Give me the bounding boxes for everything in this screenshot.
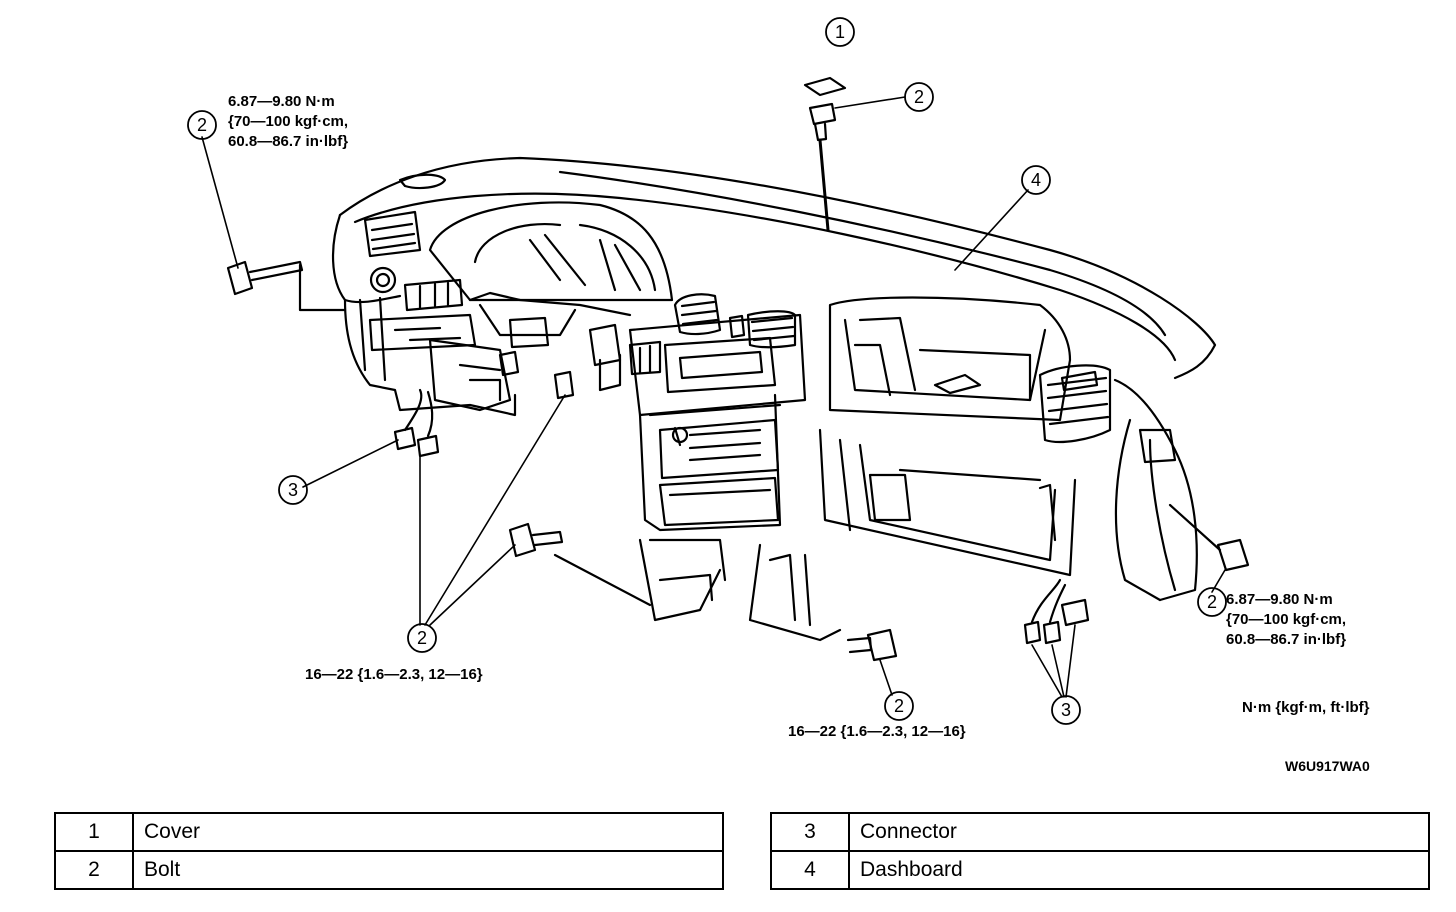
legend-table-left: 1 Cover 2 Bolt [54,812,724,890]
legend-number: 1 [54,812,134,852]
torque-spec-lower-center: 16—22 {1.6—2.3, 12—16} [305,666,483,683]
cover-part [803,76,847,97]
callout-4: 4 [1031,170,1041,190]
callout-3-left: 3 [288,480,298,500]
legend-name: Connector [848,812,1430,852]
table-row: 4 Dashboard [770,850,1430,890]
legend-number: 4 [770,850,850,890]
legend-name: Bolt [132,850,724,890]
callout-1-top: 1 [835,22,845,42]
figure-code: W6U917WA0 [1285,758,1370,774]
bolt-left [226,260,347,312]
callout-2-left: 2 [197,115,207,135]
dashboard-body [332,156,1217,642]
bolt-inner-2 [553,370,575,400]
legend-table-right: 3 Connector 4 Dashboard [770,812,1430,890]
legend-number: 2 [54,850,134,890]
torque-spec-right: 6.87—9.80 N·m {70—100 kgf·cm, 60.8—86.7 … [1226,591,1347,648]
connector-right [1023,578,1090,645]
callout-2-right: 2 [1207,592,1217,612]
bolt-inner-1 [498,350,520,377]
leader-lines [201,96,1226,698]
legend-name: Dashboard [848,850,1430,890]
callout-2-bottom: 2 [894,696,904,716]
bolt-bottom [846,628,898,662]
units-note: N·m {kgf·m, ft·lbf} [1242,699,1370,716]
torque-spec-lower-right: 16—22 {1.6—2.3, 12—16} [788,723,966,740]
table-row: 3 Connector [770,812,1430,852]
bolt-top [808,102,837,232]
connector-left [393,388,440,458]
bolt-center [508,522,652,607]
callout-2-top: 2 [914,87,924,107]
legend-name: Cover [132,812,724,852]
callout-3-right: 3 [1061,700,1071,720]
table-row: 2 Bolt [54,850,724,890]
torque-spec-upper-left: 6.87—9.80 N·m {70—100 kgf·cm, 60.8—86.7 … [228,93,349,150]
legend-number: 3 [770,812,850,852]
bolt-right [1168,503,1250,572]
callout-circles [187,17,1227,725]
callout-2-center: 2 [417,628,427,648]
table-row: 1 Cover [54,812,724,852]
